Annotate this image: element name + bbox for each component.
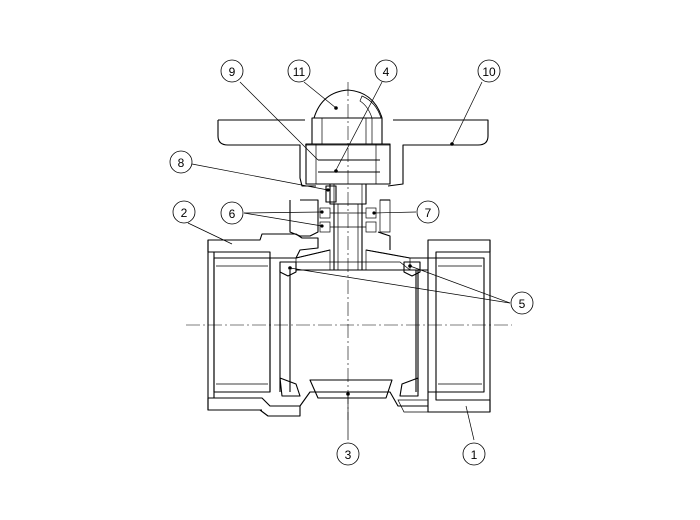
butterfly-handle (217, 119, 489, 187)
callout-7-label: 7 (425, 206, 432, 220)
callout-9-label: 9 (229, 65, 236, 79)
seat-rings (279, 261, 421, 397)
callout-2: 2 (172, 200, 196, 224)
callout-11: 11 (287, 59, 311, 83)
callout-5-label: 5 (519, 297, 526, 311)
o-ring-lower-right (365, 221, 377, 233)
callout-10-label: 10 (482, 65, 496, 79)
callout-2-label: 2 (181, 206, 188, 220)
callout-11-label: 11 (293, 65, 306, 79)
callout-3-label: 3 (345, 448, 352, 462)
seat-ring-lower-left (279, 377, 301, 397)
callout-1: 1 (462, 442, 486, 466)
callout-4-label: 4 (383, 65, 390, 79)
callout-3: 3 (336, 442, 360, 466)
callout-7: 7 (416, 200, 440, 224)
stem-nut (305, 143, 391, 205)
callout-6-label: 6 (229, 207, 236, 221)
seat-ring-upper-left (279, 261, 297, 277)
body-neck (289, 199, 391, 250)
valve-body (207, 233, 491, 417)
callout-1-label: 1 (471, 448, 478, 462)
callout-6: 6 (220, 201, 244, 225)
callout-4: 4 (374, 59, 398, 83)
callout-8-label: 8 (178, 156, 185, 170)
callout-9: 9 (220, 59, 244, 83)
callout-5: 5 (510, 291, 534, 315)
callout-10: 10 (477, 59, 501, 83)
callout-8: 8 (169, 150, 193, 174)
seat-ring-lower-right (399, 377, 419, 397)
stem (325, 185, 363, 271)
stem-o-rings (319, 207, 377, 233)
cap-nut (311, 89, 383, 145)
ball (289, 261, 417, 399)
seat-ring-upper-right (403, 261, 421, 277)
leader-lines (187, 81, 511, 441)
centerlines (186, 82, 512, 420)
